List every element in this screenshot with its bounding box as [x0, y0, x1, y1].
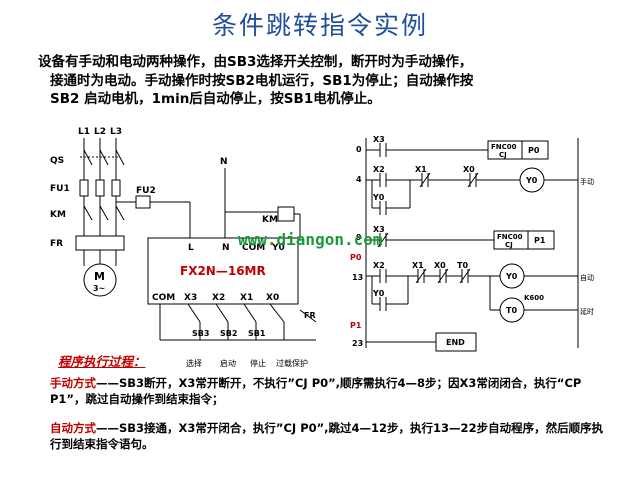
km-label: KM: [50, 210, 66, 220]
fnc2-target: P1: [534, 236, 546, 245]
manual-mode-label: 手动方式: [50, 376, 96, 390]
contact-x2-a: X2: [373, 165, 385, 174]
plc-top-y0: Y0: [271, 243, 285, 253]
fu2-label: FU2: [136, 186, 156, 196]
note-delay: 延时: [580, 307, 594, 316]
step-23: 23: [352, 339, 363, 348]
pointer-p1: P1: [350, 321, 362, 330]
pointer-p0: P0: [350, 253, 362, 262]
contact-x3-a: X3: [373, 135, 385, 144]
fnc1-target: P0: [528, 146, 540, 155]
role-start: 启动: [220, 358, 236, 368]
motor-sub-label: 3~: [93, 284, 105, 293]
end-instruction: END: [446, 338, 465, 347]
plc-bottom-com: COM: [152, 293, 175, 303]
coil-y0-a: Y0: [525, 176, 538, 185]
step-13: 13: [352, 273, 363, 282]
plc-bottom-x0: X0: [266, 293, 279, 303]
n-label: N: [220, 157, 228, 167]
role-overload: 过载保护: [276, 358, 308, 368]
auto-mode-text: ——SB3接通，X3常开闭合，执行”CJ P0”,跳过4—12步，执行13—22…: [50, 421, 604, 451]
intro-line-2: 接通时为电动。手动操作时按SB2电机运行，SB1为停止；自动操作按: [50, 72, 474, 89]
manual-mode-paragraph: 手动方式——SB3断开，X3常开断开，不执行”CJ P0”,顺序需执行4—8步；…: [50, 375, 610, 407]
contact-y0-a: Y0: [372, 193, 385, 202]
button-sb3: SB3: [192, 329, 209, 338]
role-select: 选择: [186, 358, 202, 368]
step-0: 0: [356, 145, 362, 154]
procedure-title: 程序执行过程：: [58, 354, 146, 369]
contact-x2-b: X2: [373, 261, 385, 270]
coil-t0: T0: [506, 306, 517, 315]
button-sb1: SB1: [248, 329, 266, 338]
k-value: K600: [524, 294, 544, 302]
intro-line-3: SB2 启动电机，1min后自动停止，按SB1电机停止。: [50, 91, 381, 107]
contact-t0: T0: [457, 261, 468, 270]
contact-x1-b: X1: [412, 261, 424, 270]
page-title: 条件跳转指令实例: [211, 11, 428, 40]
fu1-label: FU1: [50, 184, 70, 194]
intro-line-1: 设备有手动和电动两种操作，由SB3选择开关控制，断开时为手动操作，: [38, 54, 473, 70]
auto-mode-paragraph: 自动方式——SB3接通，X3常开闭合，执行”CJ P0”,跳过4—12步，执行1…: [50, 420, 610, 452]
step-4: 4: [356, 175, 362, 184]
fnc1-cj: CJ: [499, 151, 507, 159]
fnc1-code: FNC00: [491, 143, 517, 151]
plc-bottom-x3: X3: [184, 293, 197, 303]
km-coil-label: KM: [262, 215, 278, 225]
fr-label: FR: [50, 239, 63, 249]
fnc2-code: FNC00: [497, 233, 523, 241]
coil-y0-b: Y0: [505, 272, 518, 281]
manual-mode-text: ——SB3断开，X3常开断开，不执行”CJ P0”,顺序需执行4—8步；因X3常…: [50, 376, 582, 406]
contact-x1-a: X1: [415, 165, 427, 174]
motor-label: M: [94, 270, 105, 283]
auto-mode-label: 自动方式: [50, 421, 96, 435]
note-manual: 手动: [580, 177, 594, 186]
plc-bottom-x1: X1: [240, 293, 253, 303]
step-9: 9: [356, 233, 362, 242]
intro-text: 设备有手动和电动两种操作，由SB3选择开关控制，断开时为手动操作， 接通时为电动…: [38, 53, 618, 109]
fnc2-cj: CJ: [505, 241, 513, 249]
phase-l2: L2: [94, 127, 106, 137]
watermark: www.diangon.com: [238, 230, 383, 249]
note-auto: 自动: [580, 273, 594, 282]
plc-model: FX2N—16MR: [180, 264, 266, 278]
contact-x0-a: X0: [463, 165, 475, 174]
plc-top-n: N: [222, 243, 230, 253]
phase-l1: L1: [78, 127, 90, 137]
button-fr: FR: [304, 311, 316, 320]
qs-label: QS: [50, 156, 64, 166]
contact-y0-b: Y0: [372, 289, 385, 298]
plc-bottom-x2: X2: [212, 293, 225, 303]
button-sb2: SB2: [220, 329, 237, 338]
phase-l3: L3: [110, 127, 122, 137]
contact-x0-b: X0: [434, 261, 446, 270]
contact-x3-b: X3: [373, 225, 385, 234]
plc-top-com: COM: [242, 243, 265, 253]
plc-top-l: L: [188, 243, 194, 253]
role-stop: 停止: [250, 358, 266, 368]
